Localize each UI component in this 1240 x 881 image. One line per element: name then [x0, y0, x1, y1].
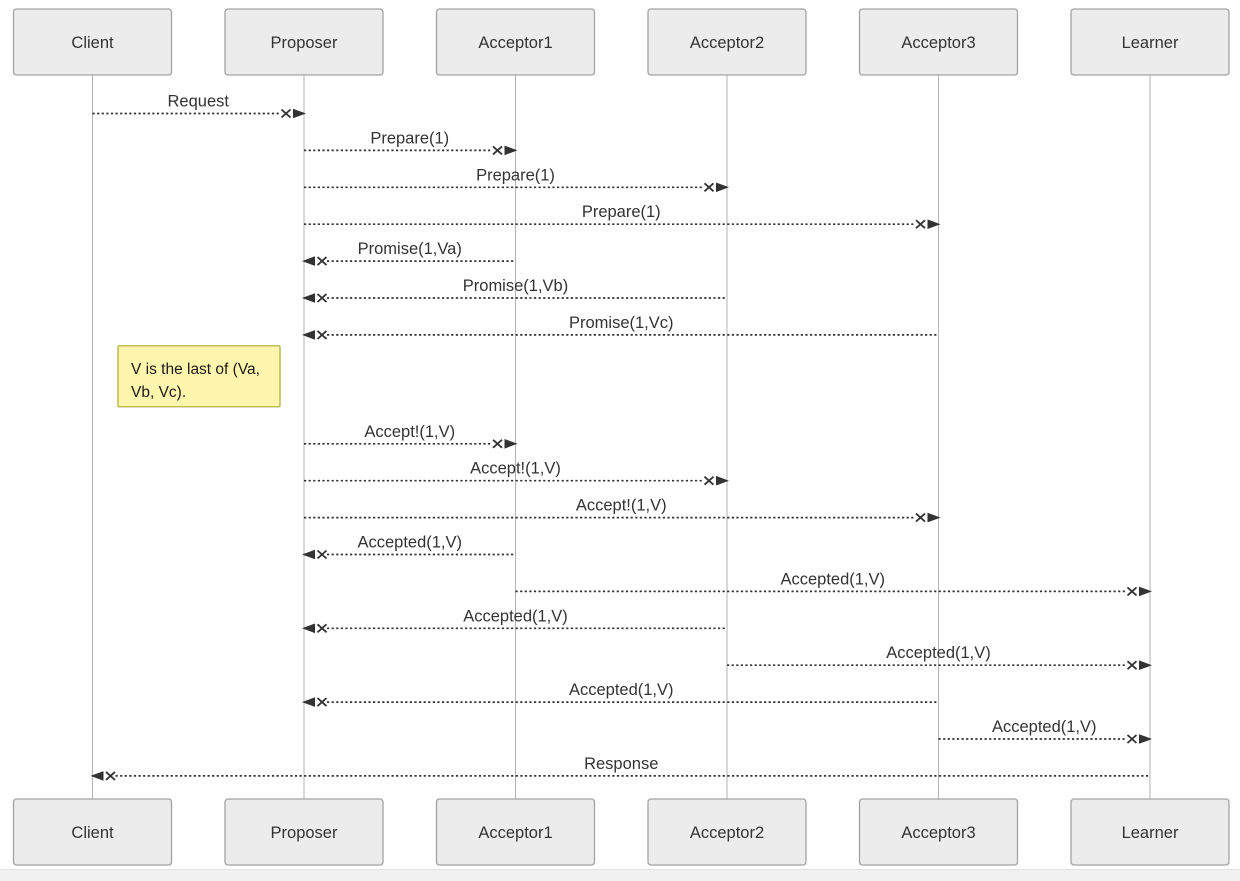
message-cross-icon [1126, 734, 1138, 744]
actor-box-top-acceptor3 [858, 8, 1019, 76]
actor-label-bottom-acceptor1: Acceptor1 [478, 824, 552, 842]
message-arrow: Promise(1,Vb) [302, 277, 727, 303]
message-label: Promise(1,Vb) [463, 277, 568, 295]
actor-box-bottom-acceptor2 [647, 798, 807, 866]
message-cross-icon [915, 512, 926, 523]
message-arrowhead-icon [504, 439, 518, 449]
message-label: Accept!(1,V) [470, 460, 561, 478]
message-arrowhead-icon [302, 697, 315, 707]
actor-box-bottom-learner [1070, 798, 1230, 866]
message-arrow: Promise(1,Vc) [302, 314, 939, 340]
note-box [117, 345, 281, 408]
message-arrowhead-icon [927, 512, 941, 523]
message-arrow: Accepted(1,V) [302, 681, 939, 707]
message-arrowhead-icon [1139, 660, 1152, 670]
message-arrow: Response [90, 755, 1150, 781]
message-arrow: Request [92, 93, 306, 119]
message-arrow: Accepted(1,V) [727, 644, 1152, 670]
message-cross-icon [316, 549, 328, 560]
message-arrowhead-icon [716, 182, 729, 193]
message-label: Request [168, 93, 230, 111]
message-cross-icon [280, 108, 292, 119]
actor-label-bottom-acceptor3: Acceptor3 [901, 824, 975, 842]
message-arrow: Accept!(1,V) [304, 423, 518, 449]
actor-label-top-acceptor3: Acceptor3 [901, 34, 975, 52]
note-text-line: V is the last of (Va, [131, 361, 260, 378]
message-label: Accepted(1,V) [569, 681, 674, 699]
message-arrow: Accept!(1,V) [304, 460, 729, 486]
message-arrow: Accepted(1,V) [302, 534, 516, 560]
message-label: Promise(1,Va) [358, 240, 462, 258]
message-label: Accepted(1,V) [886, 644, 991, 662]
message-label: Prepare(1) [370, 129, 449, 147]
message-cross-icon [915, 219, 926, 229]
actor-label-bottom-acceptor2: Acceptor2 [690, 824, 764, 842]
actor-box-top-learner [1070, 8, 1230, 76]
message-label: Accepted(1,V) [357, 534, 462, 552]
actor-label-top-client: Client [71, 34, 114, 52]
actor-box-top-acceptor2 [647, 8, 807, 76]
actor-label-top-learner: Learner [1122, 34, 1179, 52]
message-arrow: Accept!(1,V) [304, 497, 941, 523]
actor-box-bottom-client [12, 798, 173, 866]
message-arrowhead-icon [1139, 734, 1152, 744]
message-cross-icon [316, 330, 328, 340]
message-label: Prepare(1) [476, 166, 555, 184]
message-arrowhead-icon [302, 330, 315, 340]
actor-box-bottom-acceptor3 [858, 798, 1019, 866]
message-cross-icon [703, 476, 715, 486]
message-arrowhead-icon [293, 108, 306, 119]
message-cross-icon [1126, 660, 1138, 670]
actor-box-bottom-acceptor1 [435, 798, 596, 866]
message-cross-icon [316, 293, 328, 303]
message-cross-icon [316, 623, 328, 633]
actor-label-bottom-proposer: Proposer [271, 824, 338, 842]
message-arrow: Prepare(1) [304, 166, 729, 193]
actor-box-top-acceptor1 [435, 8, 596, 76]
actor-box-top-proposer [224, 8, 384, 76]
actor-box-bottom-proposer [224, 798, 384, 866]
message-label: Accepted(1,V) [780, 570, 885, 588]
message-cross-icon [1126, 586, 1138, 597]
message-arrow: Accepted(1,V) [302, 607, 727, 634]
message-cross-icon [316, 697, 328, 707]
message-arrow: Accepted(1,V) [515, 570, 1152, 597]
message-arrowhead-icon [302, 623, 315, 634]
note: V is the last of (Va, Vb, Vc). [117, 345, 281, 408]
message-cross-icon [703, 182, 715, 192]
message-label: Accept!(1,V) [576, 497, 667, 515]
message-label: Accepted(1,V) [463, 607, 568, 625]
message-arrow: Promise(1,Va) [302, 240, 516, 266]
message-label: Response [584, 755, 658, 773]
message-arrowhead-icon [504, 145, 518, 156]
message-label: Accept!(1,V) [364, 423, 455, 441]
actor-label-bottom-learner: Learner [1122, 824, 1179, 842]
message-cross-icon [316, 256, 328, 266]
message-arrow: Prepare(1) [304, 129, 518, 156]
actor-label-top-acceptor1: Acceptor1 [478, 34, 552, 52]
message-label: Promise(1,Vc) [569, 314, 674, 332]
message-label: Accepted(1,V) [992, 718, 1097, 736]
actor-label-bottom-client: Client [71, 824, 114, 842]
message-cross-icon [492, 145, 503, 156]
actor-box-top-client [12, 8, 173, 76]
message-cross-icon [492, 439, 503, 449]
message-cross-icon [105, 771, 116, 781]
actor-label-top-acceptor2: Acceptor2 [690, 34, 764, 52]
actor-label-top-proposer: Proposer [271, 34, 338, 52]
message-arrowhead-icon [927, 219, 941, 229]
message-arrow: Prepare(1) [304, 203, 941, 229]
note-text-line: Vb, Vc). [131, 384, 186, 401]
message-label: Prepare(1) [582, 203, 661, 221]
message-arrowhead-icon [716, 475, 729, 486]
message-arrowhead-icon [302, 256, 315, 266]
message-arrowhead-icon [302, 293, 315, 303]
message-arrowhead-icon [90, 771, 104, 781]
message-arrowhead-icon [1139, 586, 1152, 597]
message-arrowhead-icon [302, 549, 315, 560]
message-arrow: Accepted(1,V) [938, 718, 1152, 744]
horizontal-scrollbar[interactable] [0, 869, 1240, 881]
